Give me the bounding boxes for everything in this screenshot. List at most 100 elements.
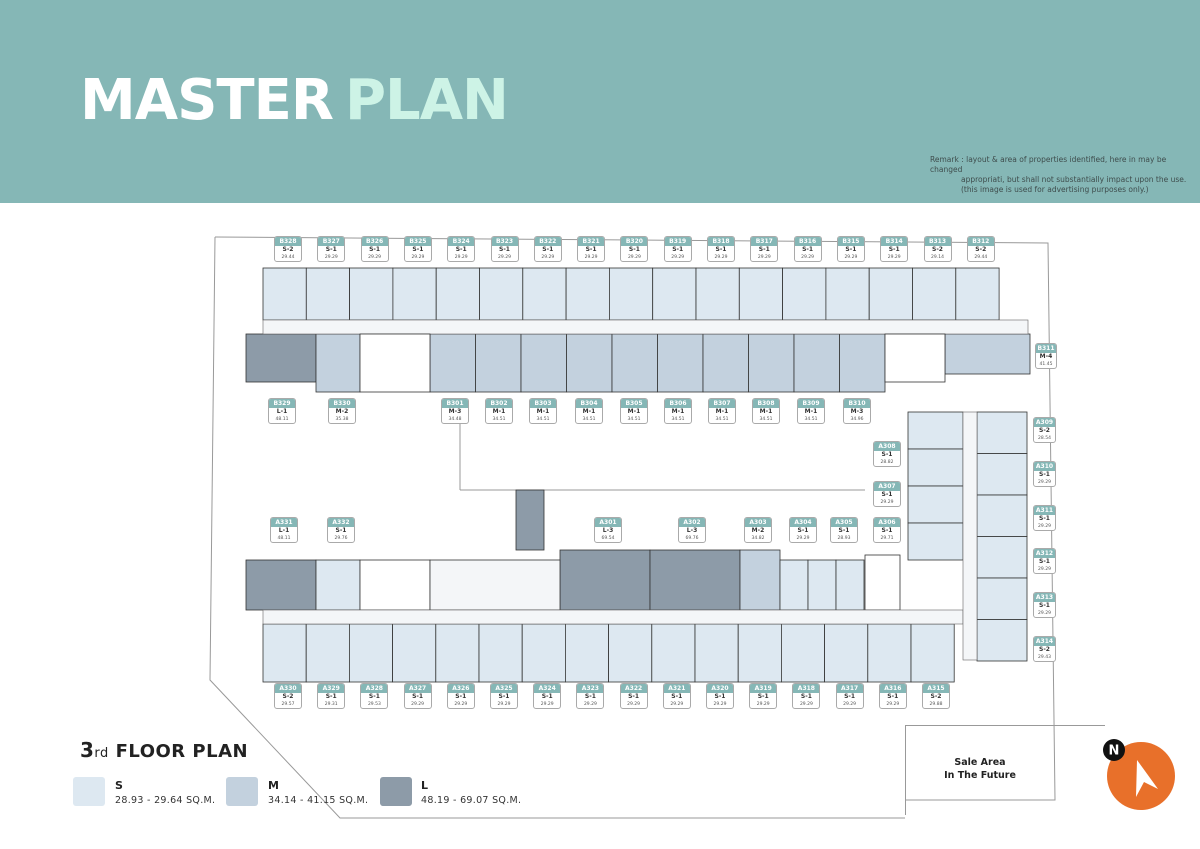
room-bottom bbox=[737, 623, 782, 683]
room-b329 bbox=[245, 333, 317, 383]
unit-type: L-1 bbox=[276, 408, 288, 415]
unit-code: A331 bbox=[271, 518, 297, 527]
room-top bbox=[955, 267, 1000, 321]
unit-area: 29.29 SQ.M. bbox=[584, 255, 598, 260]
sale-area-line-1: Sale Area bbox=[954, 757, 1006, 768]
unit-area: 29.29 SQ.M. bbox=[454, 255, 468, 260]
corridor-east bbox=[962, 411, 978, 661]
unit-area: 29.29 SQ.M. bbox=[886, 702, 900, 707]
unit-area: 34.51 SQ.M. bbox=[759, 417, 773, 422]
unit-type: S-1 bbox=[499, 246, 510, 253]
floor-plan-title: 3rd FLOOR PLAN bbox=[80, 738, 248, 762]
unit-code: B322 bbox=[534, 237, 561, 246]
unit-code: B323 bbox=[491, 237, 518, 246]
unit-type: S-1 bbox=[838, 527, 850, 534]
unit-type: S-1 bbox=[455, 246, 467, 253]
unit-type: M-1 bbox=[671, 408, 685, 415]
unit-type: S-1 bbox=[1039, 602, 1050, 610]
room-bottom bbox=[305, 623, 350, 683]
unit-code: A319 bbox=[750, 684, 777, 693]
unit-area: 69.76 SQ.M. bbox=[685, 536, 699, 541]
unit-area: 29.43 SQ.M. bbox=[1038, 655, 1051, 660]
unit-code: A315 bbox=[923, 684, 949, 693]
compass-n-letter: N bbox=[1109, 744, 1120, 759]
unit-code: B305 bbox=[621, 399, 647, 408]
unit-code: A311 bbox=[1034, 505, 1055, 515]
unit-type: S-2 bbox=[932, 246, 943, 253]
room-top bbox=[912, 267, 957, 321]
unit-type: S-1 bbox=[1039, 558, 1050, 566]
unit-code: B328 bbox=[275, 237, 301, 246]
unit-code: B302 bbox=[486, 399, 512, 408]
unit-code: A323 bbox=[577, 684, 604, 693]
unit-code: A330 bbox=[275, 684, 301, 693]
sale-area-line-2: In The Future bbox=[944, 770, 1016, 781]
remark-note: Remark : layout & area of properties ide… bbox=[930, 155, 1190, 195]
unit-area: 29.29 SQ.M. bbox=[671, 255, 685, 260]
unit-type: S-1 bbox=[584, 693, 596, 700]
unit-type: S-1 bbox=[325, 693, 337, 700]
room-a301 bbox=[559, 549, 651, 611]
unit-type: S-1 bbox=[715, 246, 727, 253]
unit-code: A307 bbox=[874, 482, 900, 491]
corridor-lower bbox=[262, 609, 964, 625]
floor-number: 3 bbox=[80, 738, 95, 762]
unit-area: 29.29 SQ.M. bbox=[887, 255, 901, 260]
unit-type: S-1 bbox=[585, 246, 597, 253]
unit-type: M-1 bbox=[759, 408, 773, 415]
unit-code: B315 bbox=[837, 237, 864, 246]
unit-type: S-1 bbox=[412, 693, 424, 700]
unit-area: 29.29 SQ.M. bbox=[411, 255, 425, 260]
unit-code: B314 bbox=[881, 237, 908, 246]
unit-area: 29.29 SQ.M. bbox=[454, 702, 468, 707]
room-b330 bbox=[315, 333, 361, 393]
unit-type: M-1 bbox=[804, 408, 818, 415]
unit-area: 34.82 SQ.M. bbox=[751, 536, 765, 541]
unit-area: 29.29 SQ.M. bbox=[799, 702, 813, 707]
unit-code: A322 bbox=[620, 684, 647, 693]
unit-area: 35.38 SQ.M. bbox=[335, 417, 349, 422]
unit-code: B316 bbox=[794, 237, 821, 246]
unit-type: S-1 bbox=[881, 491, 893, 498]
unit-type: S-1 bbox=[887, 693, 899, 700]
unit-type: S-1 bbox=[797, 527, 809, 534]
room-a-small bbox=[807, 559, 837, 611]
unit-code: A332 bbox=[328, 518, 354, 527]
room-top bbox=[782, 267, 827, 321]
unit-area: 29.29 SQ.M. bbox=[1038, 479, 1051, 485]
unit-type: S-1 bbox=[881, 451, 893, 458]
room-a302 bbox=[649, 549, 741, 611]
unit-type: S-1 bbox=[671, 693, 683, 700]
unit-type: M-3 bbox=[448, 408, 462, 415]
unit-code: A327 bbox=[404, 684, 431, 693]
unit-area: 29.44 SQ.M. bbox=[281, 255, 295, 260]
legend-swatch-s bbox=[73, 777, 105, 806]
unit-code: A305 bbox=[831, 518, 857, 527]
unit-type: S-2 bbox=[282, 693, 294, 700]
unit-area: 29.29 SQ.M. bbox=[368, 255, 382, 260]
room-top bbox=[522, 267, 567, 321]
lobby bbox=[429, 559, 561, 611]
unit-code: A313 bbox=[1034, 593, 1055, 603]
legend-range-m: 34.14 - 41.15 SQ.M. bbox=[268, 795, 369, 806]
unit-code: B320 bbox=[621, 237, 648, 246]
unit-code: B319 bbox=[664, 237, 691, 246]
unit-type: S-1 bbox=[325, 246, 337, 253]
